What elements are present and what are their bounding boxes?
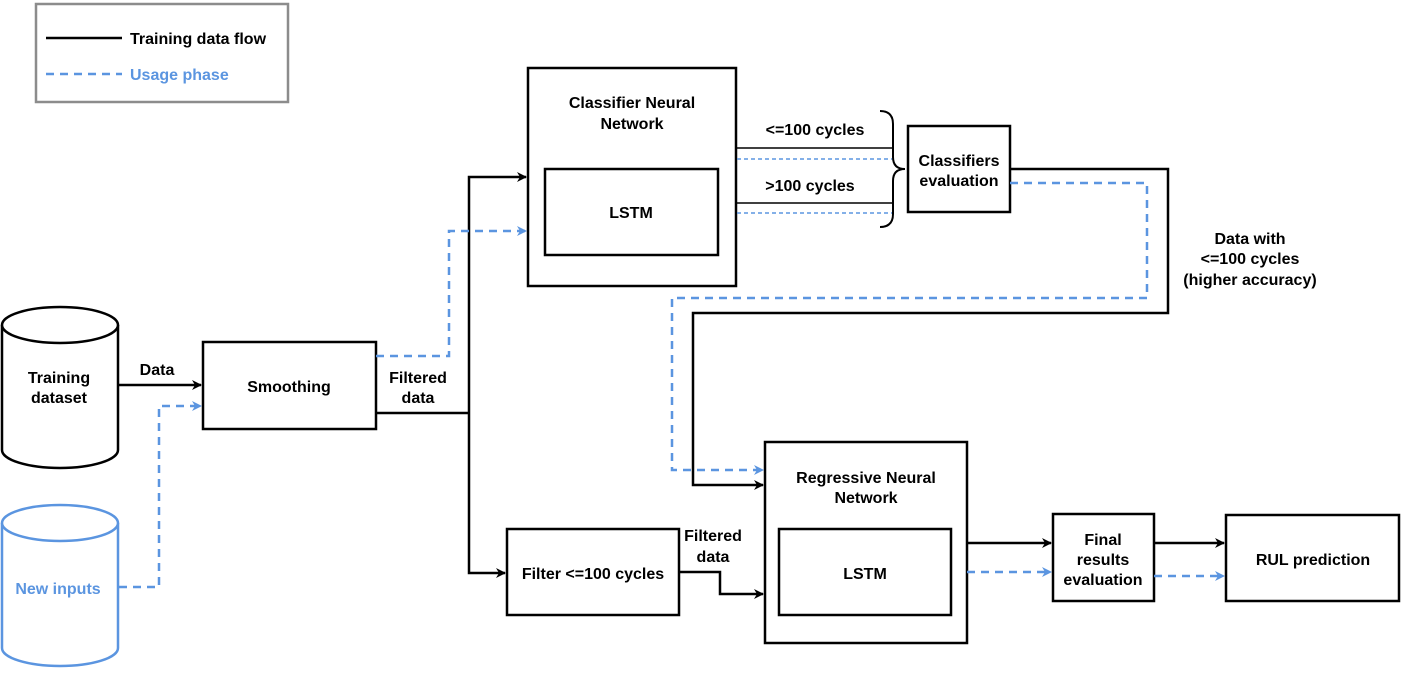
training-dataset-label-line2: dataset <box>31 390 88 407</box>
arrow-smoothing-to-classifier-usage <box>376 226 527 358</box>
classifiers-evaluation-box <box>906 124 1012 214</box>
legend-frame <box>34 2 290 104</box>
rul-prediction-label: RUL prediction <box>1256 552 1370 569</box>
classifier-lstm-box <box>543 167 720 257</box>
training-dataset-label-line1: Training <box>28 370 90 387</box>
arrow-newinputs-to-smoothing <box>119 401 202 589</box>
arrow-filter-to-regressive <box>679 570 764 599</box>
smoothing-box <box>201 340 378 431</box>
rul-prediction-box <box>1224 513 1401 603</box>
edge-label-le100: <=100 cycles <box>766 122 865 139</box>
edge-label-data: Data <box>140 362 175 379</box>
edge-label-data-with-line2: <=100 cycles <box>1201 251 1300 268</box>
legend: Training data flow Usage phase <box>34 2 290 104</box>
legend-training-label: Training data flow <box>130 31 267 48</box>
new-inputs-cylinder: New inputs <box>0 503 120 668</box>
filter-box <box>505 527 681 617</box>
edge-label-filtered-data-2-line1: Filtered <box>684 528 742 545</box>
classifier-title-line2: Network <box>600 116 663 133</box>
edge-label-data-with-line1: Data with <box>1214 231 1285 248</box>
smoothing-label: Smoothing <box>247 379 331 396</box>
filter-label: Filter <=100 cycles <box>522 566 664 583</box>
final-results-box <box>1051 512 1156 603</box>
edge-label-filtered-data-1-line2: data <box>402 390 435 407</box>
arrow-split-to-classifier <box>467 172 527 413</box>
edge-label-filtered-data-2-line2: data <box>697 549 730 566</box>
regressive-title-line2: Network <box>834 490 897 507</box>
edge-label-data-with-line3: (higher accuracy) <box>1183 272 1316 289</box>
classifiers-evaluation-line2: evaluation <box>919 173 998 190</box>
legend-usage-label: Usage phase <box>130 67 229 84</box>
final-results-line1: Final <box>1084 532 1121 549</box>
classifier-lstm-label: LSTM <box>609 205 653 222</box>
training-dataset-cylinder: Training dataset <box>0 305 120 470</box>
arrow-evaluation-to-regressive-usage <box>670 181 1149 475</box>
regressive-lstm-label: LSTM <box>843 566 887 583</box>
arrow-evaluation-to-regressive <box>691 167 1170 490</box>
regressive-lstm-box <box>777 527 953 617</box>
final-results-line3: evaluation <box>1063 572 1142 589</box>
final-results-line2: results <box>1077 552 1130 569</box>
classifiers-evaluation-line1: Classifiers <box>919 153 1000 170</box>
edge-label-gt100: >100 cycles <box>765 178 855 195</box>
regressive-title-line1: Regressive Neural <box>796 470 936 487</box>
curly-brace <box>879 110 906 228</box>
edge-label-filtered-data-1-line1: Filtered <box>389 370 447 387</box>
classifier-title-line1: Classifier Neural <box>569 95 695 112</box>
new-inputs-label: New inputs <box>15 581 100 598</box>
arrow-split-to-filter <box>467 413 506 578</box>
